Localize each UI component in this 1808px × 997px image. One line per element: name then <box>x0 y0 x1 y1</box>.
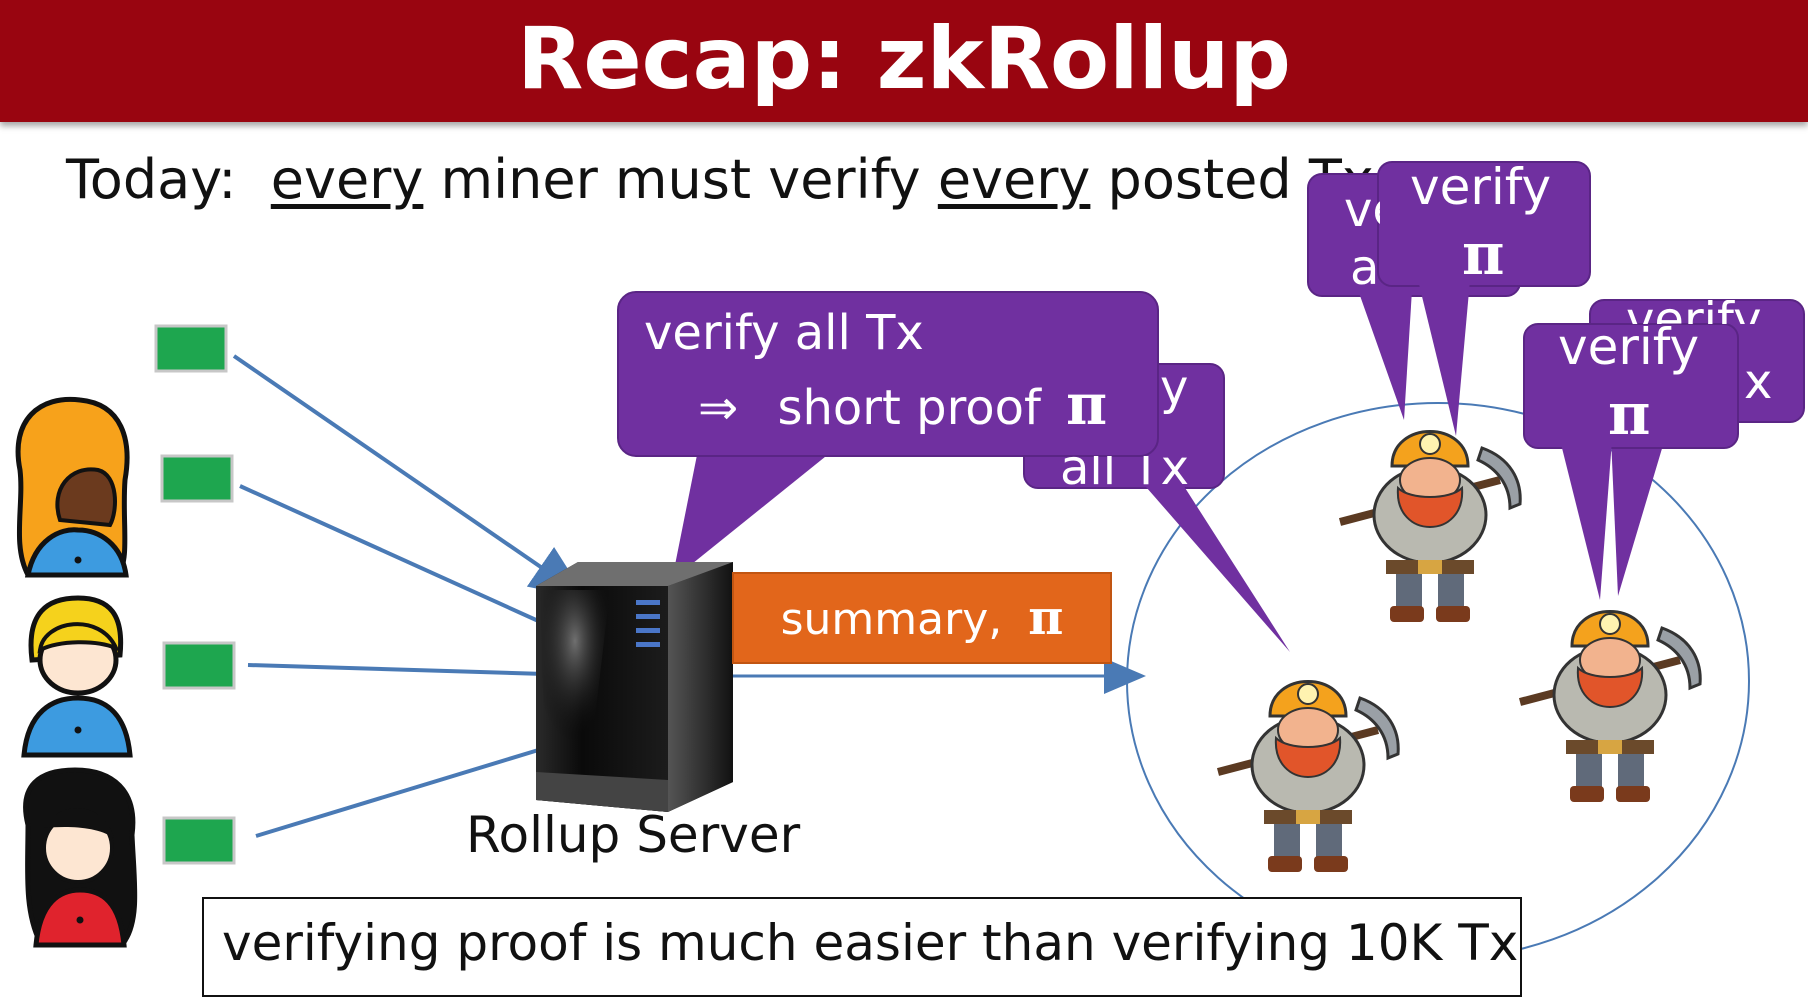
bottom-note: verifying proof is much easier than veri… <box>202 897 1522 997</box>
back-bubble-right-fragment-2: x <box>1744 354 1773 410</box>
back-bubble-mid-tail <box>1140 480 1290 652</box>
front-bubble-top-verify: verify <box>1410 158 1552 216</box>
slide-title: Recap: zkRollup <box>517 9 1291 109</box>
miner-icon-bottom <box>1216 680 1400 872</box>
back-bubble-top-text-clip: ve a <box>1308 174 1380 296</box>
title-bar <box>0 0 1808 122</box>
back-bubble-top-fragment-1: ve <box>1344 182 1380 238</box>
back-bubble-top-fragment-2: a <box>1350 240 1380 296</box>
tx-line-2 <box>239 484 546 626</box>
today-middle: miner must verify <box>440 148 921 211</box>
miner-icon-right <box>1518 610 1702 802</box>
main-bubble-tail <box>672 440 846 580</box>
back-bubble-right-tail <box>1610 415 1672 596</box>
back-bubble-right-side-clip: x <box>1738 324 1804 422</box>
today-prefix: Today: <box>66 148 237 211</box>
main-bubble-line-1: verify all Tx <box>644 305 924 361</box>
summary-pi: π <box>1028 590 1064 646</box>
summary-label: summary, <box>780 594 1003 645</box>
back-bubble-top-tail <box>1358 290 1412 420</box>
front-bubble-top-tail <box>1418 280 1470 436</box>
back-bubble-mid-fragment-1: y <box>1160 364 1189 416</box>
tx-block-1 <box>154 324 228 373</box>
user-blonde-icon <box>21 595 133 758</box>
user-black-hair-icon <box>23 767 138 948</box>
tx-block-3 <box>162 641 236 690</box>
back-bubble-right-top-clip: verify <box>1590 300 1804 324</box>
today-every-2: every <box>937 148 1091 211</box>
miner-icon-top <box>1338 430 1522 622</box>
tx-line-1 <box>232 354 587 599</box>
short-proof-label: short proof <box>777 380 1041 436</box>
summary-box: summary, π <box>732 572 1112 664</box>
front-bubble-right-pi: π <box>1608 380 1651 448</box>
user-orange-hair-icon <box>15 396 130 578</box>
today-statement: Today: every miner must verify every pos… <box>66 148 1374 211</box>
front-bubble-top-pi: π <box>1462 220 1505 288</box>
front-bubble-right <box>1523 323 1739 449</box>
tx-line-3 <box>247 663 546 676</box>
back-bubble-mid-text-clip: y <box>1158 364 1224 488</box>
main-bubble <box>617 291 1159 457</box>
tx-block-2 <box>160 454 234 503</box>
tx-block-4 <box>162 816 236 865</box>
front-bubble-right-tail <box>1560 440 1612 600</box>
back-bubble-mid-fragment-2: all Tx <box>1060 456 1190 488</box>
main-bubble-line-2: ⇒ short proof π <box>698 372 1107 438</box>
back-bubble-mid-bottom-clip: all Tx <box>1024 456 1224 488</box>
implies-arrow: ⇒ <box>698 380 739 436</box>
tx-line-4 <box>255 746 546 838</box>
pi-symbol: π <box>1066 372 1108 438</box>
front-bubble-right-verify: verify <box>1558 318 1700 376</box>
today-every-1: every <box>270 148 424 211</box>
server-label: Rollup Server <box>466 806 801 864</box>
back-bubble-right-fragment-1: verify <box>1626 300 1761 324</box>
rollup-server-icon <box>536 562 733 812</box>
front-bubble-top <box>1377 161 1591 287</box>
